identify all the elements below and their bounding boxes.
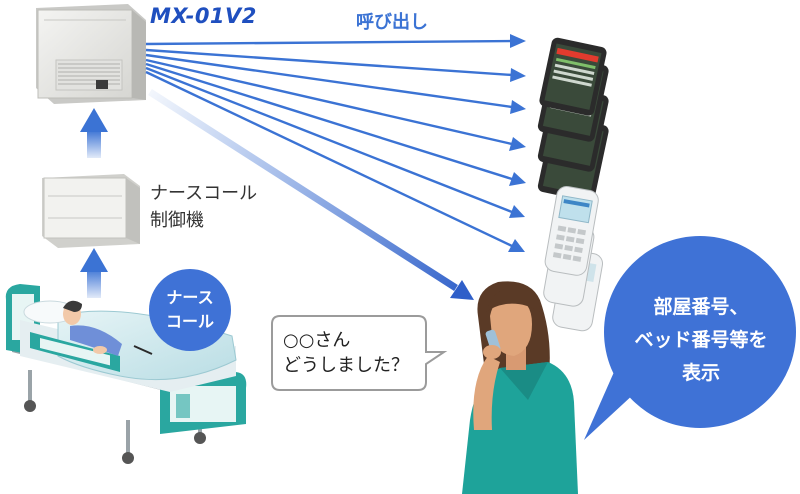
nurse-call-bubble-text: ナース コール [150,286,230,334]
call-arrows [145,34,526,252]
nurse-call-line1: ナース [166,288,214,307]
display-line2: ベッド番号等を [634,329,768,351]
controller-label-line1: ナースコール [150,183,258,204]
arrow-bed-to-controller [80,248,108,298]
speech-text: ○○さん どうしました？ [283,328,409,378]
smartphone-stack [537,37,609,202]
display-bubble [584,236,796,440]
handset-stack [543,185,604,332]
nurse-call-line2: コール [165,312,214,331]
display-bubble-text: 部屋番号、 ベッド番号等を 表示 [616,291,786,390]
nurse-call-controller [42,174,140,248]
nurse [462,281,578,494]
display-line3: 表示 [681,362,720,384]
speech-bubble [271,315,448,391]
display-line1: 部屋番号、 [653,296,749,318]
server-unit [36,4,146,104]
nurse-call-bubble [149,269,231,351]
controller-label: ナースコール 制御機 [150,180,257,234]
patient [63,300,153,356]
arrow-controller-to-server [80,108,108,158]
controller-label-line2: 制御機 [150,210,204,231]
bed-side-rail [30,332,120,372]
server-model-label: MX-01V2 [150,4,257,28]
arrow-server-to-nurse [148,89,474,300]
speech-line2: どうしました？ [283,355,409,376]
speech-line1: ○○さん [283,330,351,351]
call-label: 呼び出し [356,12,428,33]
server-vent-grille [55,59,123,91]
